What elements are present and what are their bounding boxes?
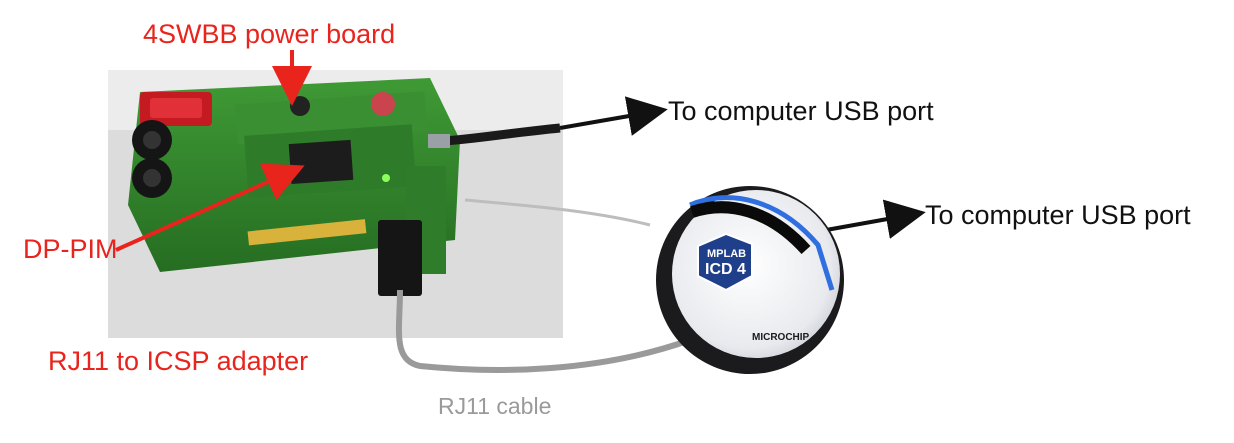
icd-usb-label: To computer USB port xyxy=(925,200,1191,230)
board-usb-arrow xyxy=(559,96,668,136)
rj11-adapter-label: RJ11 to ICSP adapter xyxy=(48,346,309,376)
icd-usb-arrow xyxy=(814,199,926,239)
microchip-brand-text: MICROCHIP xyxy=(752,332,810,343)
icd-logo-line2: ICD 4 xyxy=(705,261,746,278)
rj11-cable-line xyxy=(395,289,692,373)
dp-pim-arrow xyxy=(115,163,305,252)
power-board-label: 4SWBB power board xyxy=(143,19,396,49)
board-usb-label: To computer USB port xyxy=(668,96,934,126)
mplab-logo-badge xyxy=(697,232,753,292)
icd4-debugger xyxy=(656,186,844,374)
dp-pim-label: DP-PIM xyxy=(23,234,118,264)
rj11-cable-label: RJ11 cable xyxy=(438,393,552,419)
icd-logo-line1: MPLAB xyxy=(707,248,747,260)
